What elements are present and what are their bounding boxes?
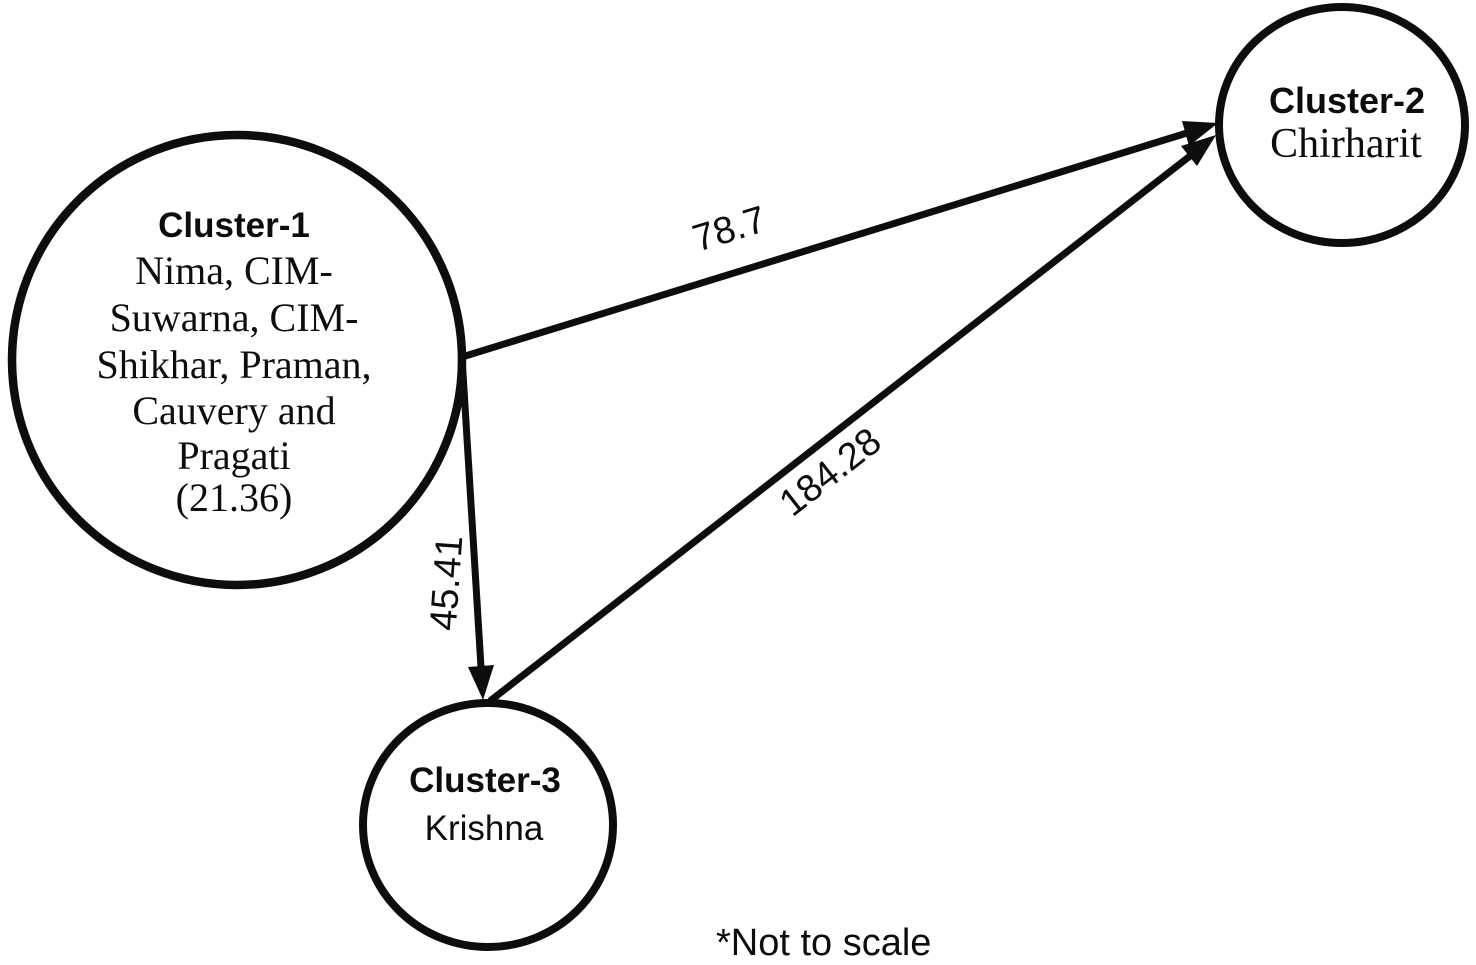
edge-cluster1-cluster3-line: [458, 356, 485, 668]
node-cluster-1-members-line: Cauvery and: [132, 388, 335, 433]
node-cluster-1-circle: [7, 130, 467, 590]
node-cluster-2: Cluster-2 Chirharit: [1215, 3, 1469, 247]
node-cluster-2-title: Cluster-2: [1269, 80, 1425, 121]
node-cluster-3-title: Cluster-3: [409, 761, 561, 800]
node-cluster-3-circle: [359, 699, 617, 951]
node-cluster-2-subtitle: Chirharit: [1270, 121, 1422, 167]
node-cluster-1-members-line: Nima, CIM-: [135, 248, 333, 293]
node-cluster-3: Cluster-3 Krishna: [359, 699, 617, 951]
node-cluster-2-circle: [1215, 3, 1469, 247]
edge-cluster3-cluster2-arrowhead-icon: [1181, 135, 1216, 166]
not-to-scale-note: *Not to scale: [716, 922, 931, 964]
edge-cluster1-cluster3-arrowhead-icon: [468, 665, 494, 700]
node-cluster-1-title: Cluster-1: [158, 206, 310, 245]
edge-cluster1-cluster2-label: 78.7: [688, 199, 771, 261]
edge-cluster1-cluster3-label: 45.41: [423, 534, 472, 632]
edge-cluster3-cluster2-line: [487, 153, 1193, 704]
node-cluster-1-members-line: (21.36): [176, 475, 293, 520]
edge-cluster1-cluster3: 45.41: [423, 356, 494, 700]
node-cluster-1-members-line: Shikhar, Praman,: [96, 342, 371, 387]
node-cluster-1-members-line: Suwarna, CIM-: [110, 295, 359, 340]
edge-cluster1-cluster2: 78.7: [460, 121, 1218, 361]
edge-cluster1-cluster2-arrowhead-icon: [1182, 121, 1218, 146]
node-cluster-3-subtitle: Krishna: [425, 809, 544, 848]
edge-cluster1-cluster2-line: [460, 129, 1189, 361]
node-cluster-1-members-line: Pragati: [177, 433, 290, 478]
edge-cluster3-cluster2: 184.28: [487, 135, 1216, 704]
node-cluster-1: Cluster-1 Nima, CIM- Suwarna, CIM- Shikh…: [7, 130, 467, 590]
